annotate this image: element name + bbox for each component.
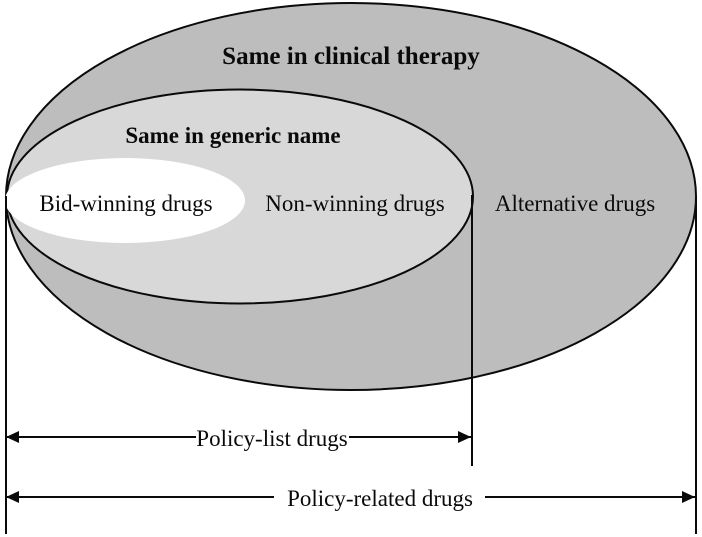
measure-policy-related: Policy-related drugs [6, 486, 695, 511]
middle-set-title: Same in generic name [125, 123, 340, 148]
policy-related-label: Policy-related drugs [287, 486, 473, 511]
inner-region-label: Bid-winning drugs [39, 191, 212, 216]
measure-policy-list: Policy-list drugs [6, 426, 471, 451]
outer-set-title: Same in clinical therapy [222, 43, 480, 70]
policy-list-label: Policy-list drugs [196, 426, 347, 451]
middle-region-label: Non-winning drugs [265, 191, 445, 216]
inner-ellipse-bid-winning-drugs[interactable] [5, 158, 245, 243]
outer-region-label: Alternative drugs [495, 191, 655, 216]
